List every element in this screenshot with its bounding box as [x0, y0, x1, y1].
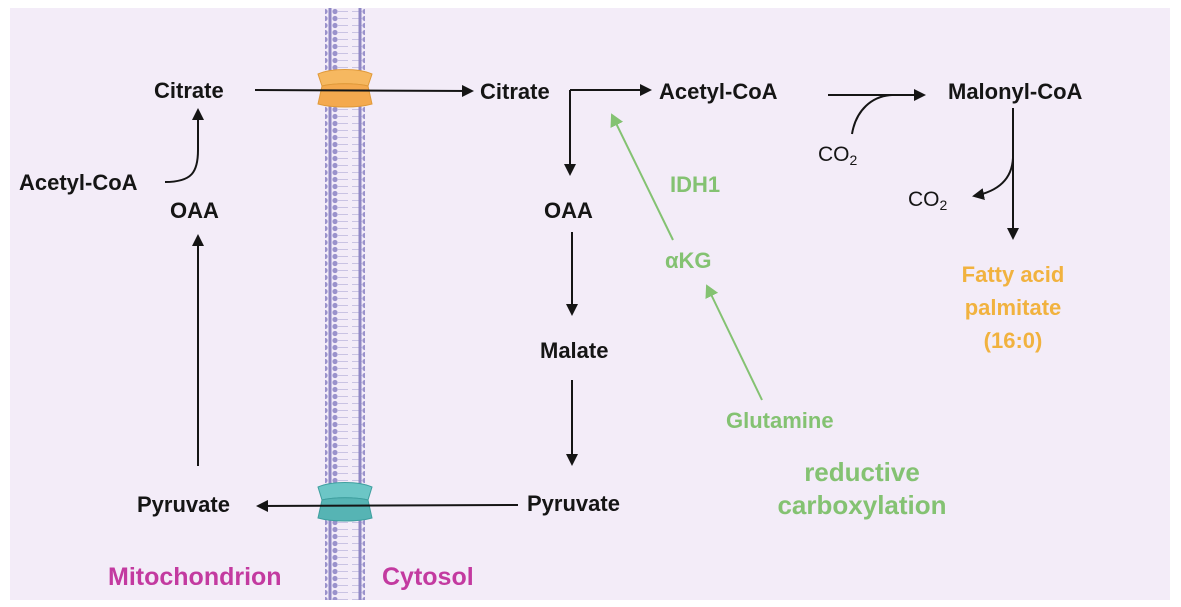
mito-oaa-label: OAA [170, 198, 219, 223]
fatty-acid-line-3: (16:0) [983, 328, 1043, 353]
co2-out-label: CO2 [908, 189, 947, 212]
malate-label: Malate [540, 338, 609, 363]
idh1-label: IDH1 [670, 172, 721, 197]
mito-pyruvate-label: Pyruvate [137, 492, 230, 517]
citrate-transporter-icon [317, 69, 373, 108]
fatty-acid-line-1: Fatty acid [961, 262, 1065, 287]
cyto-pyruvate-label: Pyruvate [527, 491, 620, 516]
reductive-line-1: reductive [804, 457, 920, 487]
mito-acetylcoa-label: Acetyl-CoA [19, 170, 138, 195]
akg-label: αKG [665, 248, 712, 273]
reductive-line-2: carboxylation [777, 489, 947, 520]
co2-in-subscript: 2 [849, 152, 858, 168]
fatty-acid-line-2: palmitate [964, 295, 1062, 320]
mito-citrate-label: Citrate [154, 78, 224, 103]
arrow-co2-out [972, 157, 1014, 200]
pathway-diagram: Citrate Acetyl-CoA OAA Pyruvate Citrate … [10, 8, 1170, 600]
glutamine-label: Glutamine [726, 408, 834, 433]
cyto-oaa-label: OAA [544, 198, 593, 223]
arrow-pyruvate-import [256, 499, 519, 512]
malonylcoa-label: Malonyl-CoA [948, 79, 1083, 104]
arrow-citrate-export [254, 84, 474, 97]
pathway-arrows [164, 8, 1019, 600]
arrow-akg-to-citrate [610, 113, 674, 241]
cyto-acetylcoa-label: Acetyl-CoA [659, 79, 778, 104]
mitochondrion-compartment-label: Mitochondrion [108, 563, 282, 591]
co2-out-subscript: 2 [939, 197, 948, 213]
reductive-carboxylation-label: reductive carboxylation [752, 456, 972, 521]
co2-out-text: CO [908, 188, 940, 211]
arrow-glutamine-to-akg [705, 284, 763, 401]
arrow-oaa-to-citrate [164, 108, 204, 183]
cytosol-compartment-label: Cytosol [382, 563, 474, 591]
pyruvate-transporter-icon [317, 482, 373, 522]
arrow-co2-in [851, 94, 893, 135]
fatty-acid-label: Fatty acid palmitate (16:0) [943, 258, 1083, 357]
co2-in-text: CO [818, 143, 850, 166]
co2-in-label: CO2 [818, 144, 857, 167]
cyto-citrate-label: Citrate [480, 79, 550, 104]
